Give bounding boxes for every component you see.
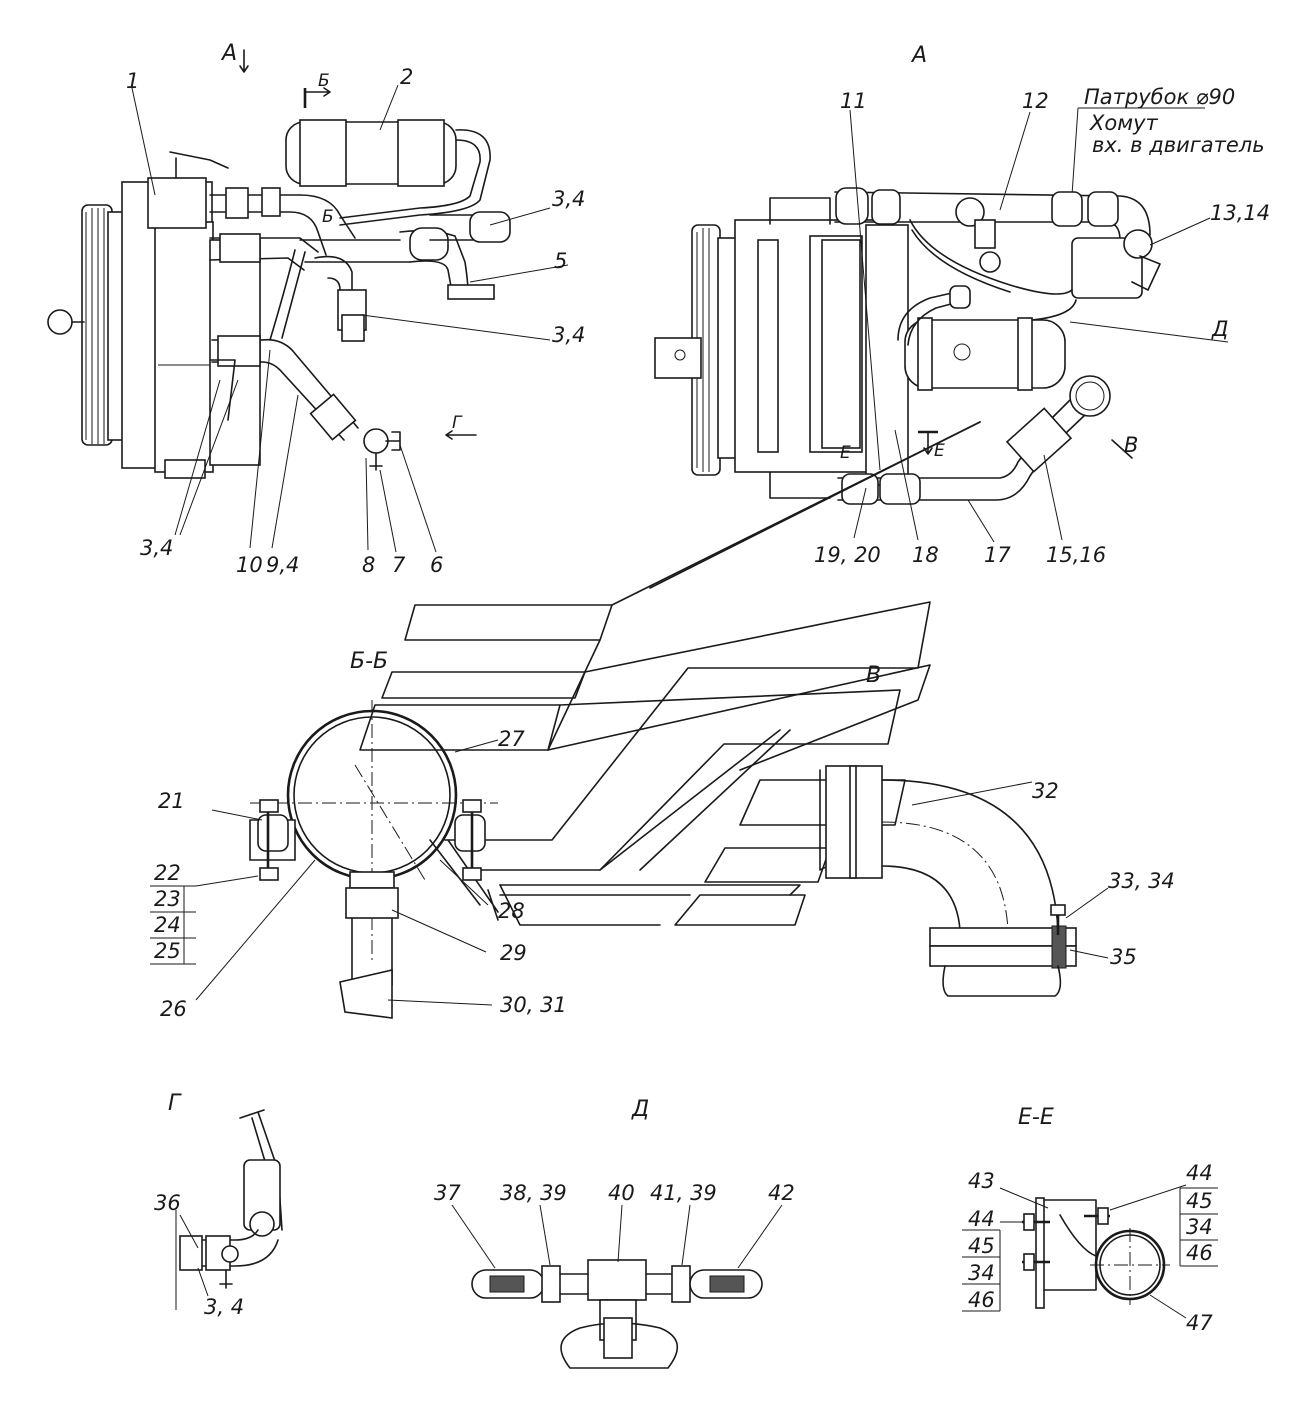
label-35: 35: [1110, 945, 1137, 969]
label-37: 37: [434, 1181, 461, 1205]
view-g-title: Г: [168, 1091, 182, 1116]
label-30-31: 30, 31: [500, 993, 567, 1017]
view-v: В 32 33, 34 35: [819, 663, 1175, 997]
view-v-title: В: [866, 663, 881, 688]
view-d-title: Д: [631, 1097, 649, 1122]
annotation-line-3: вх. в двигатель: [1092, 133, 1265, 157]
label-3-4-top: 3,4: [552, 187, 585, 211]
label-3-4-mid: 3,4: [552, 323, 585, 347]
view-a-left: А Б: [47, 41, 585, 577]
label-12: 12: [1022, 89, 1049, 113]
label-46-right: 46: [1186, 1241, 1213, 1265]
label-9-4: 9,4: [266, 553, 299, 577]
view-arrow: [239, 49, 249, 73]
bracket-43: [1035, 1197, 1045, 1309]
label-2: 2: [400, 65, 413, 89]
label-42: 42: [768, 1181, 795, 1205]
label-21: 21: [158, 789, 185, 813]
label-27: 27: [498, 727, 525, 751]
coupling-15-16: [1005, 407, 1073, 473]
label-17: 17: [984, 543, 1011, 567]
section-mark-b2: Б: [322, 207, 334, 227]
label-3-4-bottom: 3,4: [140, 536, 173, 560]
view-a-left-title: А: [220, 41, 237, 66]
label-6: 6: [430, 553, 443, 577]
label-44-left: 44: [968, 1207, 995, 1231]
section-mark-e2: Е: [840, 443, 851, 463]
section-e-e: Е-Е 43 44 45 34 46 44 45 34 46 47: [962, 1105, 1218, 1335]
label-26: 26: [160, 997, 187, 1021]
label-13-14: 13,14: [1210, 201, 1270, 225]
label-40: 40: [608, 1181, 635, 1205]
label-45-left: 45: [968, 1234, 995, 1258]
elbow-32: [881, 779, 1059, 931]
reference-stripes: [359, 421, 981, 926]
label-34-right: 34: [1186, 1215, 1213, 1239]
expansion-tank-1: [147, 177, 207, 229]
label-15-16: 15,16: [1046, 543, 1106, 567]
view-v-mark: В: [1124, 433, 1138, 457]
motor-icon: [47, 309, 73, 335]
label-23: 23: [154, 887, 181, 911]
cap-30-31: [339, 968, 393, 1019]
radiator-tank: [154, 221, 214, 473]
clamp-41: [671, 1265, 691, 1303]
label-38-39: 38, 39: [500, 1181, 567, 1205]
label-36: 36: [154, 1191, 181, 1215]
pipe-9-4: [261, 338, 359, 441]
label-45-right: 45: [1186, 1189, 1213, 1213]
label-3-4-g: 3, 4: [204, 1295, 244, 1319]
label-25: 25: [154, 939, 181, 963]
label-32: 32: [1032, 779, 1059, 803]
view-g: Г 36 3, 4: [154, 1091, 283, 1319]
label-10: 10: [236, 553, 263, 577]
label-5: 5: [554, 249, 567, 273]
section-ee-title: Е-Е: [1018, 1105, 1054, 1130]
view-d: Д 37 38, 39 40 41, 39 42: [434, 1097, 795, 1369]
view-g-mark: Г: [452, 413, 463, 433]
view-a-right: А Патрубок ⌀90 Хомут вх. в двигатель: [654, 43, 1270, 567]
label-44-right: 44: [1186, 1161, 1213, 1185]
pipe-top: [209, 194, 356, 239]
label-29: 29: [500, 941, 527, 965]
label-11: 11: [840, 89, 867, 113]
pipe-10: [269, 249, 306, 341]
label-34-left: 34: [968, 1261, 995, 1285]
side-pipe-18: [865, 224, 909, 486]
label-33-34: 33, 34: [1108, 869, 1175, 893]
label-22: 22: [154, 861, 181, 885]
section-b-b: Б-Б 21 22 23 24 25 26 27: [150, 649, 567, 1021]
label-19-20: 19, 20: [814, 543, 881, 567]
tee-40: [587, 1259, 647, 1301]
detail-d-mark: Д: [1211, 317, 1228, 341]
section-mark-e: Е: [934, 441, 945, 461]
pipe-17: [837, 439, 1047, 501]
clamp-38: [541, 1265, 561, 1303]
label-24: 24: [154, 913, 181, 937]
annotation-line-2: Хомут: [1089, 111, 1159, 135]
label-18: 18: [912, 543, 939, 567]
label-41-39: 41, 39: [650, 1181, 717, 1205]
label-28: 28: [498, 899, 525, 923]
label-8: 8: [362, 553, 375, 577]
view-a-right-title: А: [910, 43, 927, 68]
label-47: 47: [1186, 1311, 1213, 1335]
label-1: 1: [126, 69, 139, 93]
label-43: 43: [968, 1169, 995, 1193]
label-7: 7: [392, 553, 406, 577]
section-mark-b-label: Б: [318, 71, 330, 91]
drain-valve: [363, 428, 389, 454]
label-46-left: 46: [968, 1288, 995, 1312]
section-bb-title: Б-Б: [350, 649, 388, 674]
turbocharger: [1071, 237, 1143, 299]
annotation-line-1: Патрубок ⌀90: [1084, 85, 1235, 109]
